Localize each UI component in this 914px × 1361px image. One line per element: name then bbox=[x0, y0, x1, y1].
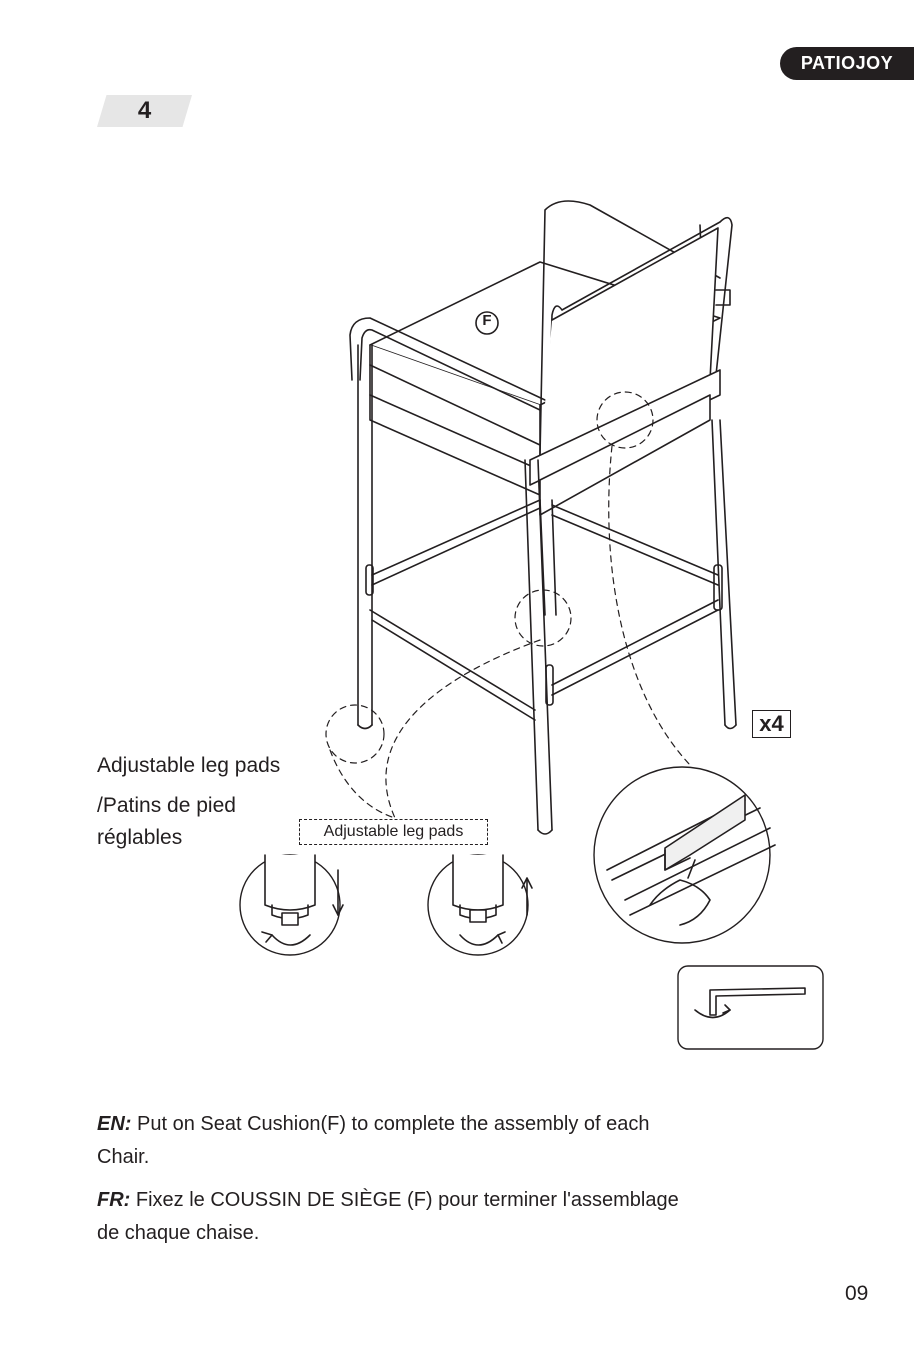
instruction-en-text-2: Chair. bbox=[97, 1146, 149, 1168]
adjustable-leg-pads-callout: Adjustable leg pads bbox=[299, 819, 488, 845]
leg-pads-label-fr-2: réglables bbox=[97, 824, 182, 852]
velcro-hand-icon bbox=[650, 880, 710, 925]
instruction-en-prefix: EN: bbox=[97, 1113, 131, 1135]
instruction-fr-prefix: FR: bbox=[97, 1189, 130, 1211]
instruction-fr: FR: Fixez le COUSSIN DE SIÈGE (F) pour t… bbox=[97, 1184, 797, 1250]
hex-key-icon bbox=[695, 988, 805, 1018]
instruction-fr-text-1: Fixez le COUSSIN DE SIÈGE (F) pour termi… bbox=[130, 1189, 678, 1211]
part-f-label: F bbox=[480, 312, 494, 332]
instruction-en-text-1: Put on Seat Cushion(F) to complete the a… bbox=[131, 1113, 649, 1135]
instruction-fr-text-2: de chaque chaise. bbox=[97, 1222, 259, 1244]
quantity-label: x4 bbox=[752, 710, 791, 738]
leg-pads-label-fr-1: /Patins de pied bbox=[97, 792, 236, 820]
page-number: 09 bbox=[845, 1282, 868, 1306]
leg-pads-label-en: Adjustable leg pads bbox=[97, 752, 280, 780]
instruction-en: EN: Put on Seat Cushion(F) to complete t… bbox=[97, 1108, 797, 1174]
